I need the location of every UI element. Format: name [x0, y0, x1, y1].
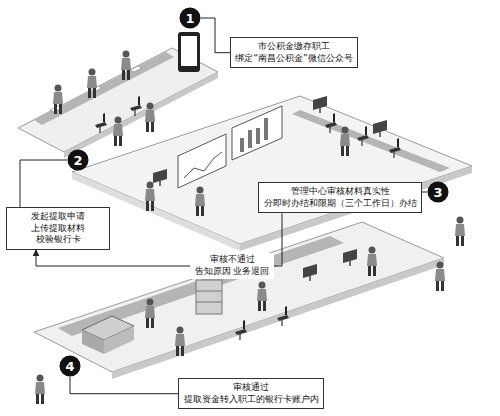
- person-figure: [35, 375, 45, 405]
- step-text: 管理中心审核材料真实性 分即时办结和限期（三个工作日）办结: [263, 186, 417, 209]
- callout-circle: [68, 150, 89, 171]
- person-figure: [113, 117, 123, 147]
- step-text: 市公积金缴存职工 绑定“南昌公积金”微信公众号: [235, 41, 353, 64]
- step-text: 发起提取申请 上传提取材料 校验银行卡: [11, 211, 105, 246]
- chart-bar: [240, 138, 244, 152]
- person-figure: [145, 182, 155, 212]
- printer: [82, 330, 104, 354]
- person-figure: [455, 217, 465, 247]
- office-desk: [292, 110, 450, 172]
- shelf: [196, 280, 222, 314]
- callout-number: 4: [65, 360, 74, 373]
- callout-number: 2: [73, 154, 82, 167]
- callout-number: 3: [433, 186, 442, 199]
- callout-circle: [180, 8, 201, 29]
- person-figure: [175, 327, 185, 357]
- person-figure: [195, 187, 205, 217]
- chart-display: [178, 134, 226, 188]
- phone: [178, 32, 200, 72]
- person-figure: [145, 103, 155, 133]
- chart-bar: [256, 128, 260, 144]
- person-figure: [53, 85, 63, 115]
- connector: [422, 192, 427, 193]
- person-figure: [435, 262, 445, 292]
- connector: [201, 18, 230, 53]
- callout-circle: [60, 356, 81, 377]
- chair: [235, 320, 247, 340]
- chair: [95, 113, 107, 133]
- chair: [130, 96, 142, 116]
- person-figure: [367, 247, 377, 277]
- shelf-line: [196, 302, 222, 303]
- step-box: 市公积金缴存职工 绑定“南昌公积金”微信公众号: [230, 37, 358, 68]
- printer: [104, 326, 134, 354]
- chair: [389, 138, 401, 158]
- floor-band: [72, 96, 472, 244]
- edge-label: 审核不通过 告知原因 业务退回: [190, 253, 274, 278]
- person-figure: [121, 51, 131, 81]
- chart-display: [232, 106, 282, 160]
- chart-bar: [264, 118, 268, 140]
- monitor: [313, 96, 327, 113]
- connector: [20, 160, 67, 207]
- callout-number: 1: [185, 12, 194, 25]
- person-figure: [257, 282, 267, 312]
- step-box: 发起提取申请 上传提取材料 校验银行卡: [6, 207, 110, 250]
- callout-number: 2: [67, 149, 89, 171]
- chart-bar: [248, 130, 252, 148]
- callout-number: 1: [179, 7, 201, 29]
- shelf-line: [196, 291, 222, 292]
- monitor: [153, 169, 167, 186]
- person-figure: [145, 299, 155, 329]
- paper: [130, 66, 142, 72]
- step-box: 审核通过 提取资金转入职工的银行卡账户内: [178, 378, 324, 409]
- callout-number: 4: [59, 355, 81, 377]
- monitor: [343, 249, 357, 266]
- chair: [277, 306, 289, 326]
- person-figure: [87, 69, 97, 99]
- step-text: 审核通过 提取资金转入职工的银行卡账户内: [183, 382, 319, 405]
- chart-line: [184, 152, 222, 178]
- chair: [357, 126, 369, 146]
- monitor: [303, 264, 317, 281]
- monitor: [373, 120, 387, 137]
- phone-screen: [181, 36, 197, 66]
- callout-circle: [428, 182, 449, 203]
- person-figure: [340, 127, 350, 157]
- step-box: 管理中心审核材料真实性 分即时办结和限期（三个工作日）办结: [258, 182, 422, 213]
- connector: [70, 377, 178, 394]
- callout-number: 3: [427, 181, 449, 203]
- floor-edge: [112, 258, 444, 379]
- chair: [325, 113, 337, 133]
